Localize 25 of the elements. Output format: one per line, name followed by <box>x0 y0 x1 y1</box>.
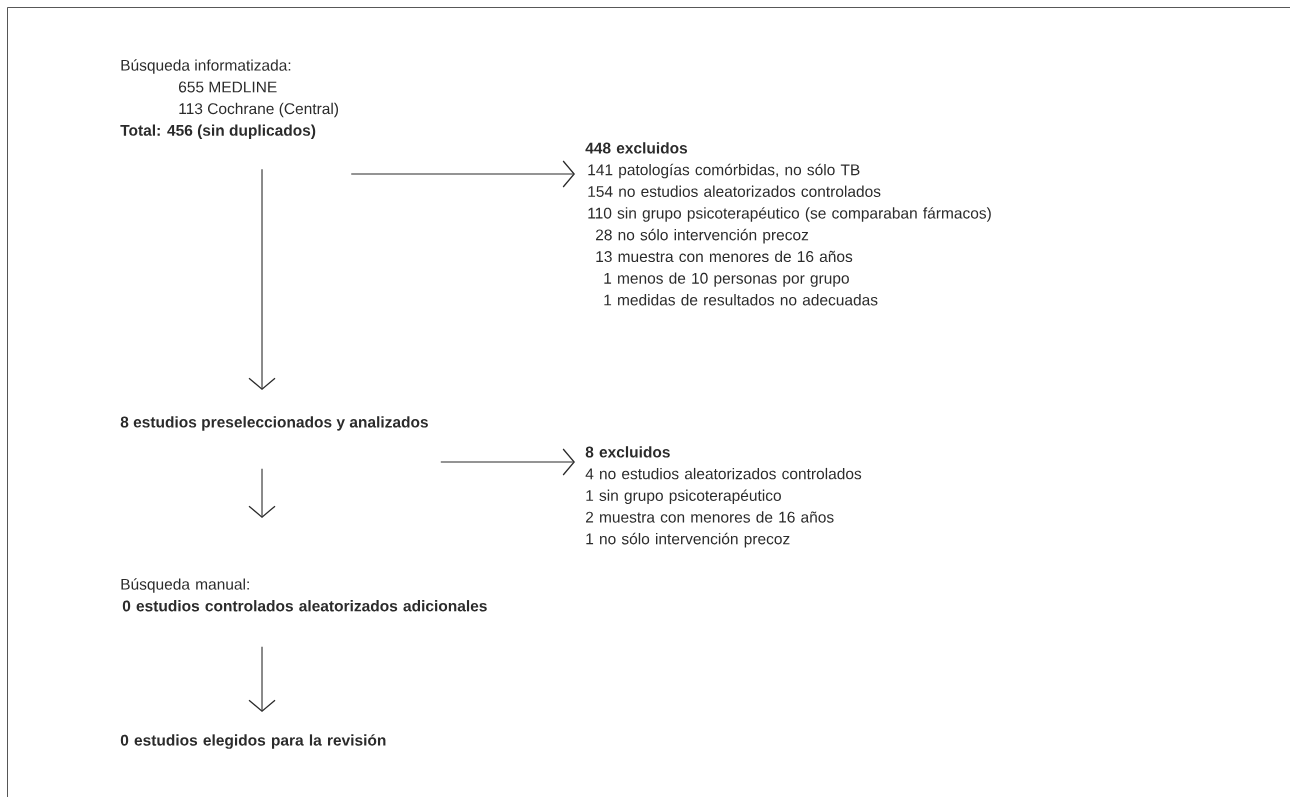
text-line: 154 no estudios aleatorizados controlados <box>588 185 881 197</box>
text-line: 1 sin grupo psicoterapéutico <box>586 489 781 505</box>
text-line: 1 no sólo intervención precoz <box>586 532 790 548</box>
text-line: Búsqueda manual: <box>121 578 249 593</box>
bold-text: 8 estudios preseleccionados y analizados <box>120 416 428 431</box>
text-line: 113 Cochrane (Central) <box>179 102 339 118</box>
bold-text: 448 excluidos <box>585 142 688 154</box>
text-line: 2 muestra con menores de 16 años <box>586 511 834 523</box>
arrow <box>350 160 575 188</box>
arrow <box>440 448 575 476</box>
text-line: Búsqueda informatizada: <box>121 59 291 74</box>
text-line: 1 medidas de resultados no adecuadas <box>604 294 878 306</box>
text-line: 110 sin grupo psicoterapéutico (se comparaban fármacos) <box>588 207 991 222</box>
text-line: 13 muestra con menores de 16 años <box>596 250 853 263</box>
arrow <box>248 168 276 390</box>
arrow <box>248 646 276 712</box>
text-line: 1 menos de 10 personas por grupo <box>604 272 849 287</box>
bold-text: 0 estudios controlados aleatorizados adicionales <box>122 600 487 612</box>
text-line: 28 no sólo intervención precoz <box>596 228 809 244</box>
text-line: 141 patologías comórbidas, no sólo TB <box>588 163 860 179</box>
text-line: 4 no estudios aleatorizados controlados <box>585 467 862 480</box>
bold-text: 8 excluidos <box>585 446 670 458</box>
bold-text: Total: 456 (sin duplicados) <box>120 124 316 139</box>
bold-text: 0 estudios elegidos para la revisión <box>120 734 386 749</box>
text-line: 655 MEDLINE <box>179 81 277 93</box>
